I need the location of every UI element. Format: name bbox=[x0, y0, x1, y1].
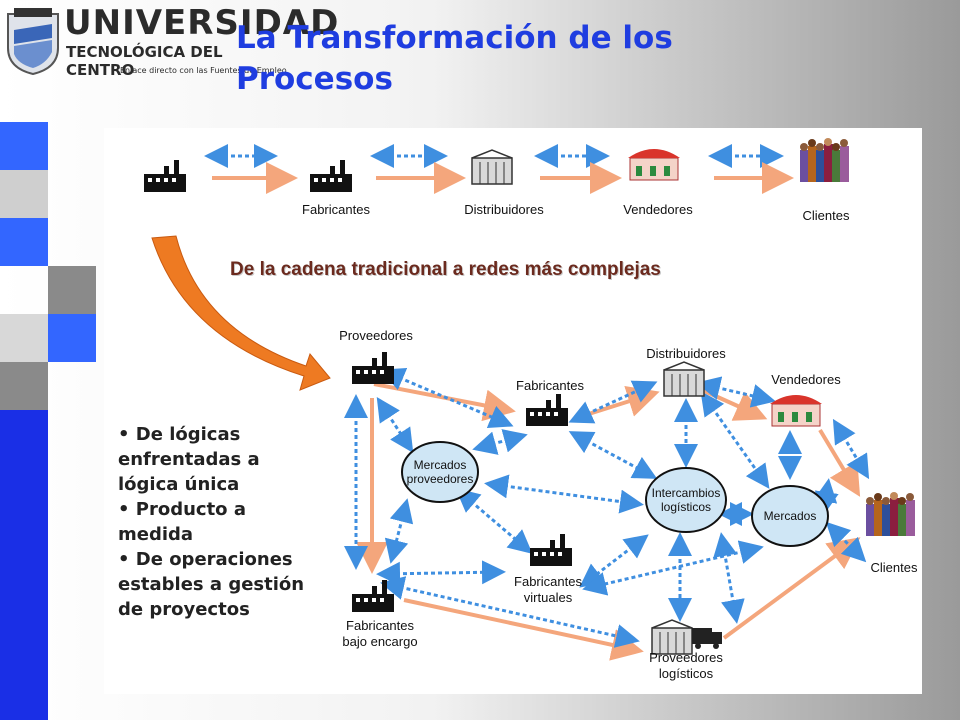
diagram-panel: Fabricantes Distribuidores Vendedores Cl… bbox=[104, 128, 922, 694]
factory-icon bbox=[530, 534, 572, 566]
bullet-item: • De operaciones estables a gestión de p… bbox=[118, 549, 305, 620]
sidebar-bar bbox=[0, 410, 48, 720]
label-distribuidores: Distribuidores bbox=[646, 346, 726, 361]
label-distribuidores-top: Distribuidores bbox=[464, 202, 544, 217]
diagram-graphics bbox=[144, 138, 915, 661]
slide-title: La Transformación de los Procesos bbox=[236, 20, 673, 97]
factory-icon bbox=[144, 160, 186, 192]
label-clientes: Clientes bbox=[870, 560, 918, 575]
ellipse-intercambios bbox=[645, 467, 727, 533]
label-fabricantes-virtuales: Fabricantes virtuales bbox=[514, 574, 582, 605]
ellipse-mercados bbox=[751, 485, 829, 547]
network-dotted-links bbox=[344, 368, 870, 648]
logo-shield-icon bbox=[7, 8, 59, 76]
logo-line2: TECNOLÓGICA DEL CENTRO bbox=[66, 43, 223, 79]
deco-square bbox=[0, 170, 48, 218]
warehouse-icon bbox=[651, 619, 693, 655]
label-proveedores-logisticos: Proveedores logísticos bbox=[649, 650, 723, 681]
label-vendedores-top: Vendedores bbox=[623, 202, 693, 217]
diagram-heading: De la cadena tradicional a redes más com… bbox=[230, 259, 661, 280]
university-logo: UNITEC UNIVERSIDAD TECNOLÓGICA DEL CENTR… bbox=[0, 0, 338, 85]
store-icon bbox=[769, 394, 823, 427]
deco-square bbox=[48, 266, 96, 314]
ellipse-mercados-proveedores bbox=[401, 441, 479, 503]
deco-square bbox=[0, 218, 48, 266]
people-icon bbox=[800, 138, 849, 182]
label-clientes-top: Clientes bbox=[802, 208, 850, 223]
deco-square bbox=[48, 314, 96, 362]
store-icon bbox=[627, 148, 681, 181]
label-intercambios: Intercambios logísticos bbox=[651, 486, 721, 514]
truck-icon bbox=[692, 628, 722, 649]
deco-square bbox=[0, 122, 48, 170]
label-fabricantes-encargo: Fabricantes bajo encargo bbox=[342, 618, 418, 649]
people-icon bbox=[866, 492, 915, 536]
label-proveedores: Proveedores bbox=[339, 328, 413, 343]
warehouse-icon bbox=[471, 149, 513, 185]
label-fabricantes-top: Fabricantes bbox=[302, 202, 370, 217]
deco-square bbox=[0, 362, 48, 410]
bullet-item: • Producto a medida bbox=[118, 499, 246, 545]
factory-icon bbox=[352, 352, 394, 384]
factory-icon bbox=[310, 160, 352, 192]
transition-arrow bbox=[151, 235, 331, 391]
bullet-list: • De lógicas enfrentadas a lógica única … bbox=[118, 422, 318, 622]
deco-square bbox=[0, 314, 48, 362]
logo-line3: Enlace directo con las Fuentes de Empleo bbox=[120, 66, 287, 75]
label-mercados-proveedores: Mercados proveedores bbox=[406, 458, 474, 486]
label-vendedores: Vendedores bbox=[771, 372, 841, 387]
warehouse-icon bbox=[663, 361, 705, 397]
logo-brand: UNITEC bbox=[14, 0, 43, 8]
label-fabricantes: Fabricantes bbox=[516, 378, 584, 393]
top-chain-arrows bbox=[204, 144, 794, 194]
bullet-item: • De lógicas enfrentadas a lógica única bbox=[118, 424, 260, 495]
factory-icon bbox=[526, 394, 568, 426]
logo-line1: UNIVERSIDAD bbox=[64, 3, 340, 43]
label-mercados: Mercados bbox=[763, 509, 817, 523]
